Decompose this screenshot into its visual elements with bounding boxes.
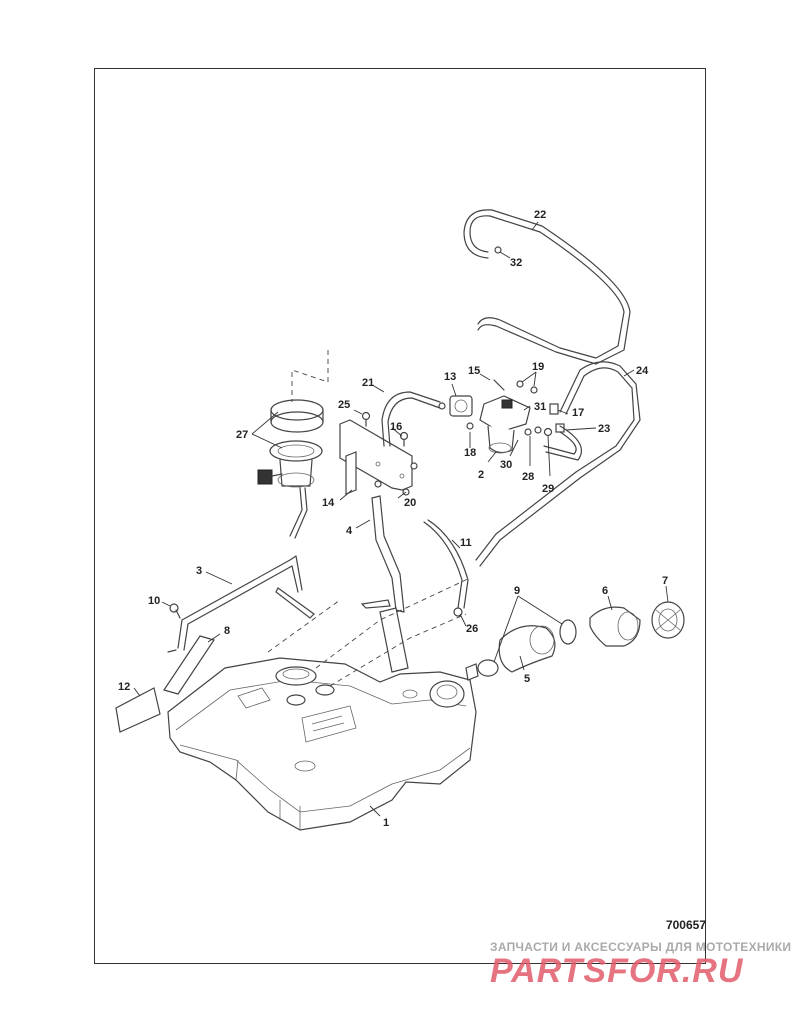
- clamps-9: [465, 619, 577, 681]
- leader-lines: [133, 221, 669, 817]
- callout-12: 12: [118, 681, 130, 693]
- callout-6: 6: [602, 585, 608, 597]
- pad-8: [163, 635, 215, 695]
- hose-24: [479, 361, 641, 567]
- callout-25: 25: [338, 399, 350, 411]
- callout-23: 23: [598, 423, 610, 435]
- pad-strip-right: [379, 607, 409, 673]
- callout-28: 28: [522, 471, 534, 483]
- callout-20: 20: [404, 497, 416, 509]
- callout-31: 31: [534, 401, 546, 413]
- hose-21: [381, 391, 441, 447]
- callout-3: 3: [196, 565, 202, 577]
- hose-11: [423, 521, 463, 609]
- callout-22: 22: [534, 209, 546, 221]
- callout-14: 14: [322, 497, 335, 509]
- fuel-cap-7: [651, 601, 685, 639]
- callout-19: 19: [532, 361, 544, 373]
- clip-32: [494, 246, 502, 254]
- filler-neck-6: [589, 606, 641, 647]
- assembly-line-c: [267, 599, 341, 653]
- callout-5: 5: [524, 673, 530, 685]
- callout-32: 32: [510, 257, 522, 269]
- callout-4: 4: [346, 525, 353, 537]
- callout-16: 16: [390, 421, 402, 433]
- hose-22: [469, 215, 625, 359]
- callout-13: 13: [444, 371, 456, 383]
- fuel-filter-13: [438, 395, 474, 430]
- bolt-10: [169, 603, 181, 619]
- bolt-25: [361, 411, 371, 427]
- callout-30: 30: [500, 459, 512, 471]
- nut-bracket: [410, 462, 418, 470]
- pump-centerline: [291, 350, 329, 402]
- fuel-tank: [167, 657, 477, 831]
- callout-18: 18: [464, 447, 476, 459]
- drawing-frame: [94, 68, 706, 964]
- tank-strap-left: [167, 555, 303, 653]
- callout-27: 27: [236, 429, 248, 441]
- pad-12: [115, 687, 161, 733]
- callout-24: 24: [636, 365, 649, 377]
- assembly-line-a: [315, 577, 471, 669]
- watermark-logo: PARTSFOR.RU: [490, 952, 744, 986]
- callout-8: 8: [224, 625, 230, 637]
- callout-15: 15: [468, 365, 480, 377]
- callout-11: 11: [460, 537, 472, 549]
- callout-26: 26: [466, 623, 478, 635]
- callout-2: 2: [478, 469, 484, 481]
- callout-10: 10: [148, 595, 160, 607]
- pad-small: [360, 599, 391, 609]
- callout-17: 17: [572, 407, 584, 419]
- filler-hose-5: [498, 625, 556, 673]
- callout-7: 7: [662, 575, 668, 587]
- svg-text:PARTSFOR.RU: PARTSFOR.RU: [490, 952, 744, 986]
- regulator-2: [479, 379, 538, 454]
- callout-1: 1: [383, 817, 389, 829]
- callout-29: 29: [542, 483, 554, 495]
- bracket-14: [339, 419, 413, 495]
- callout-21: 21: [362, 377, 374, 389]
- fittings-28-29-31: [524, 403, 565, 437]
- pad-strip-left: [275, 587, 315, 619]
- fuel-pump: [257, 399, 324, 539]
- tank-strap-right: [371, 495, 405, 613]
- callout-labels: 1 2 3 4 5 6 7 8 9 10 11 12 13 14 15 16 1…: [118, 209, 668, 829]
- callout-9: 9: [514, 585, 520, 597]
- watermark-tagline: ЗАПЧАСТИ И АКСЕССУАРЫ ДЛЯ МОТОТЕХНИКИ: [490, 940, 792, 954]
- bolt-16: [399, 431, 409, 447]
- assembly-line-b: [329, 613, 467, 687]
